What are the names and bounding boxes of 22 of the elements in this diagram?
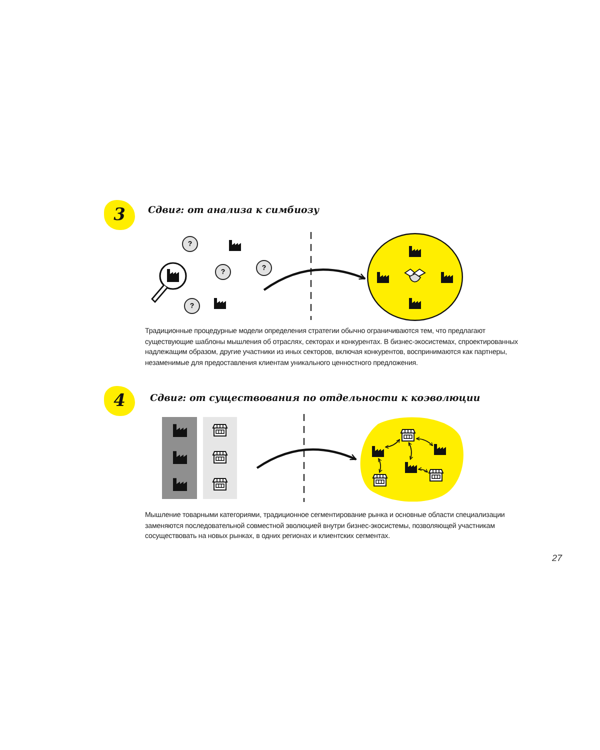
arrow [263, 268, 366, 291]
factory-icon [405, 461, 417, 473]
store-icon [373, 474, 387, 486]
arrow [384, 439, 400, 449]
page-number: 27 [552, 553, 562, 563]
factory-icon [372, 445, 384, 457]
arrow [256, 448, 357, 469]
arrow [378, 458, 382, 473]
factory-icon [434, 443, 446, 455]
section-heading: Сдвиг: от существования по отдельности к коэволюции [150, 393, 480, 404]
column-bar [162, 417, 197, 499]
store-icon [429, 469, 443, 481]
arrow [418, 467, 428, 473]
section-heading: Сдвиг: от анализа к симбиозу [148, 205, 320, 216]
arrow [408, 442, 414, 460]
ecosystem-circle [367, 233, 463, 321]
arrow [416, 436, 434, 446]
number-badge: 3 [104, 200, 135, 230]
ecosystem-blob [358, 416, 464, 502]
column-bar [203, 417, 237, 499]
number-badge: 4 [104, 386, 135, 416]
store-icon [401, 429, 415, 441]
